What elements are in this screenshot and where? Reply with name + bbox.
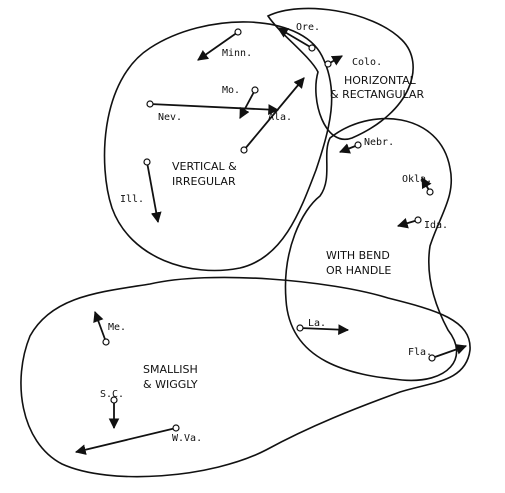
vector-fla — [428, 344, 468, 362]
label-ill: Ill. — [120, 194, 144, 205]
label-okla: Okla. — [402, 174, 432, 185]
vector-ala — [240, 77, 305, 154]
vector-me — [93, 310, 110, 346]
label-ida: Ida. — [424, 220, 448, 231]
vector-colo — [324, 55, 343, 68]
label-nebr: Nebr. — [364, 137, 394, 148]
group-label-vertical-line2: IRREGULAR — [172, 175, 236, 188]
group-label-bend-line1: WITH BEND — [326, 249, 390, 262]
vector-nebr — [338, 141, 362, 154]
group-label-bend-line2: OR HANDLE — [326, 264, 391, 277]
label-wva: W.Va. — [172, 433, 202, 444]
label-ore: Ore. — [296, 22, 320, 33]
vector-nev — [146, 100, 280, 115]
label-ala: Ala. — [268, 112, 292, 123]
vector-okla — [421, 177, 434, 196]
group-label-small-line1: SMALLISH — [143, 363, 198, 376]
label-fla: Fla. — [408, 347, 432, 358]
vector-ida — [396, 216, 422, 229]
region-smallish-wiggly — [20, 276, 471, 478]
region-with-bend-or-handle — [284, 117, 458, 382]
vector-ore — [277, 27, 316, 52]
group-label-vertical-line1: VERTICAL & — [172, 160, 237, 173]
group-label-horizontal-line1: HORIZONTAL — [344, 74, 417, 87]
label-sc: S.C. — [100, 389, 124, 400]
vector-wva — [74, 424, 180, 455]
label-mo: Mo. — [222, 85, 240, 96]
vector-ill — [143, 158, 162, 224]
label-minn: Minn. — [222, 48, 252, 59]
vector-la — [296, 324, 350, 335]
label-nev: Nev. — [158, 112, 182, 123]
label-me: Me. — [108, 322, 126, 333]
region-horizontal-rectangular — [266, 7, 414, 141]
label-colo: Colo. — [352, 57, 382, 68]
label-la: La. — [308, 318, 326, 329]
vector-minn — [197, 28, 242, 61]
vector-sc — [108, 396, 120, 430]
group-label-small-line2: & WIGGLY — [143, 378, 198, 391]
region-vertical-irregular — [103, 21, 333, 272]
vector-mo — [239, 86, 259, 119]
group-label-horizontal-line2: & RECTANGULAR — [330, 88, 424, 101]
